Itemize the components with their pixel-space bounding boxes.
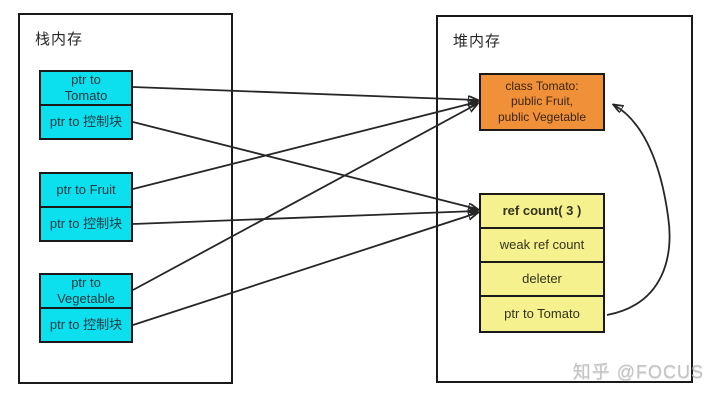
tomato-ctrl-block-ptr-cell: ptr to 控制块	[39, 104, 133, 140]
zhihu-watermark: 知乎 @FOCUS	[572, 362, 704, 382]
ptr-to-fruit-cell: ptr to Fruit	[39, 172, 133, 208]
ref-count-cell: ref count( 3 )	[479, 193, 605, 229]
ptr-to-vegetable-cell: ptr to Vegetable	[39, 273, 133, 309]
vegetable-ctrl-block-ptr-cell: ptr to 控制块	[39, 307, 133, 343]
heap-panel-title: 堆内存	[453, 33, 502, 50]
ptr-to-tomato-cell: ptr to Tomato	[39, 70, 133, 106]
deleter-cell: deleter	[479, 261, 605, 297]
tomato-class-box: class Tomato: public Fruit, public Veget…	[479, 73, 605, 131]
weak-ref-count-cell: weak ref count	[479, 227, 605, 263]
stack-panel-title: 栈内存	[35, 31, 84, 48]
fruit-ctrl-block-ptr-cell: ptr to 控制块	[39, 206, 133, 242]
ctrl-block-ptr-to-tomato-cell: ptr to Tomato	[479, 295, 605, 333]
